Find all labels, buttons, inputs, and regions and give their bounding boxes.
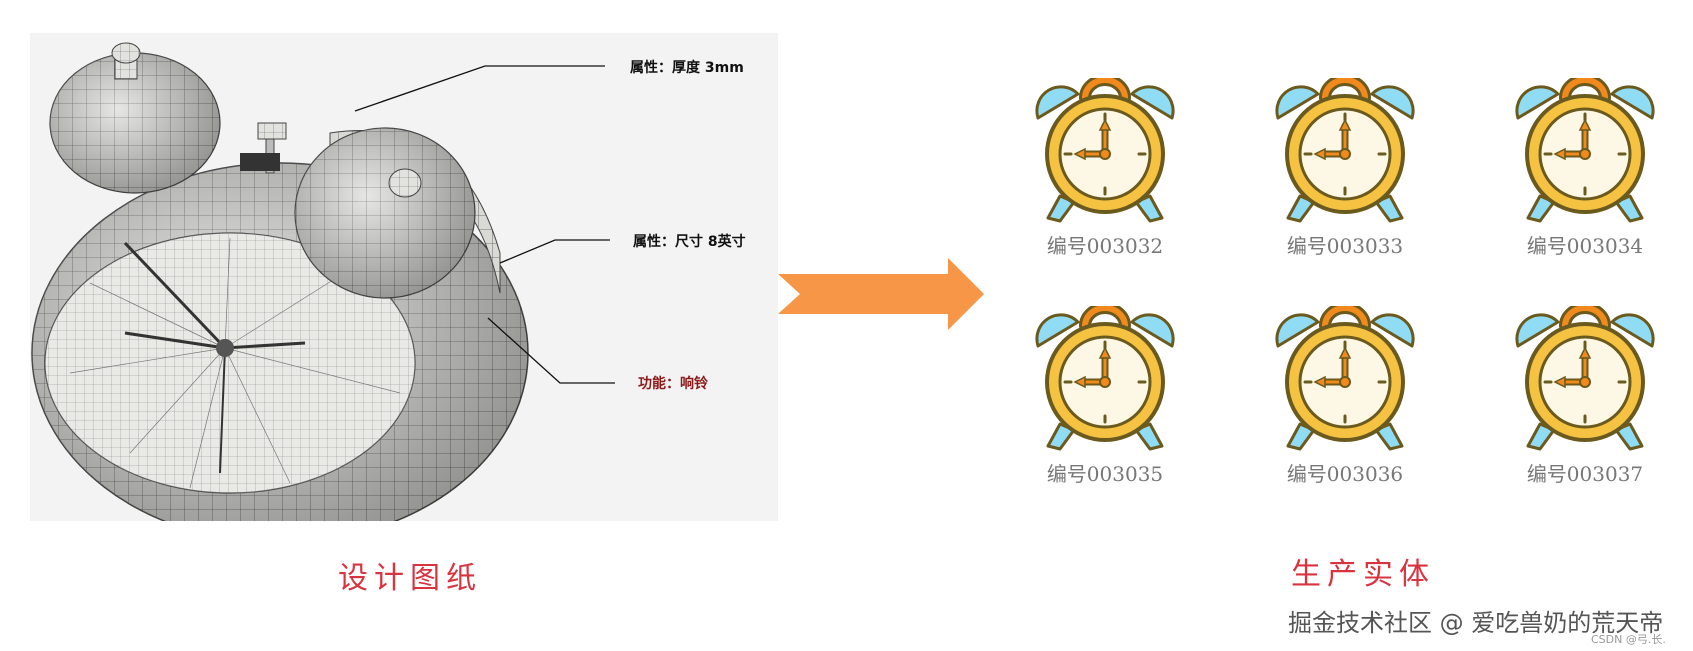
csdn-watermark: CSDN @弓.长. <box>1591 633 1666 646</box>
wireframe-clock-image <box>31 42 615 521</box>
alarm-clock-icon <box>1510 78 1660 228</box>
juejin-watermark: 掘金技术社区 @ 爱吃兽奶的荒天帝 <box>1288 609 1664 637</box>
clock-item: 编号003032 <box>1030 78 1180 268</box>
alarm-clock-icon <box>1270 306 1420 456</box>
clock-serial-label: 编号003037 <box>1526 462 1644 486</box>
alarm-clock-icon <box>1030 306 1180 456</box>
clock-item: 编号003034 <box>1510 78 1660 268</box>
clock-item: 编号003036 <box>1270 306 1420 496</box>
clock-serial-label: 编号003032 <box>1046 234 1164 258</box>
alarm-clock-icon <box>1270 78 1420 228</box>
design-blueprint-panel: 属性：厚度 3mm 属性：尺寸 8英寸 功能：响铃 <box>30 33 778 521</box>
function-annotation: 功能：响铃 <box>638 376 708 392</box>
clock-serial-label: 编号003035 <box>1046 462 1164 486</box>
thickness-annotation: 属性：厚度 3mm <box>630 60 744 76</box>
design-caption: 设计图纸 <box>338 561 482 596</box>
production-caption: 生产实体 <box>1291 557 1435 592</box>
clock-serial-label: 编号003036 <box>1286 462 1404 486</box>
right-arrow-icon <box>778 258 984 330</box>
alarm-clock-icon <box>1030 78 1180 228</box>
clock-serial-label: 编号003034 <box>1526 234 1644 258</box>
clock-item: 编号003037 <box>1510 306 1660 496</box>
clock-serial-label: 编号003033 <box>1286 234 1404 258</box>
size-annotation: 属性：尺寸 8英寸 <box>633 234 746 250</box>
clock-item: 编号003033 <box>1270 78 1420 268</box>
clock-item: 编号003035 <box>1030 306 1180 496</box>
alarm-clock-icon <box>1510 306 1660 456</box>
